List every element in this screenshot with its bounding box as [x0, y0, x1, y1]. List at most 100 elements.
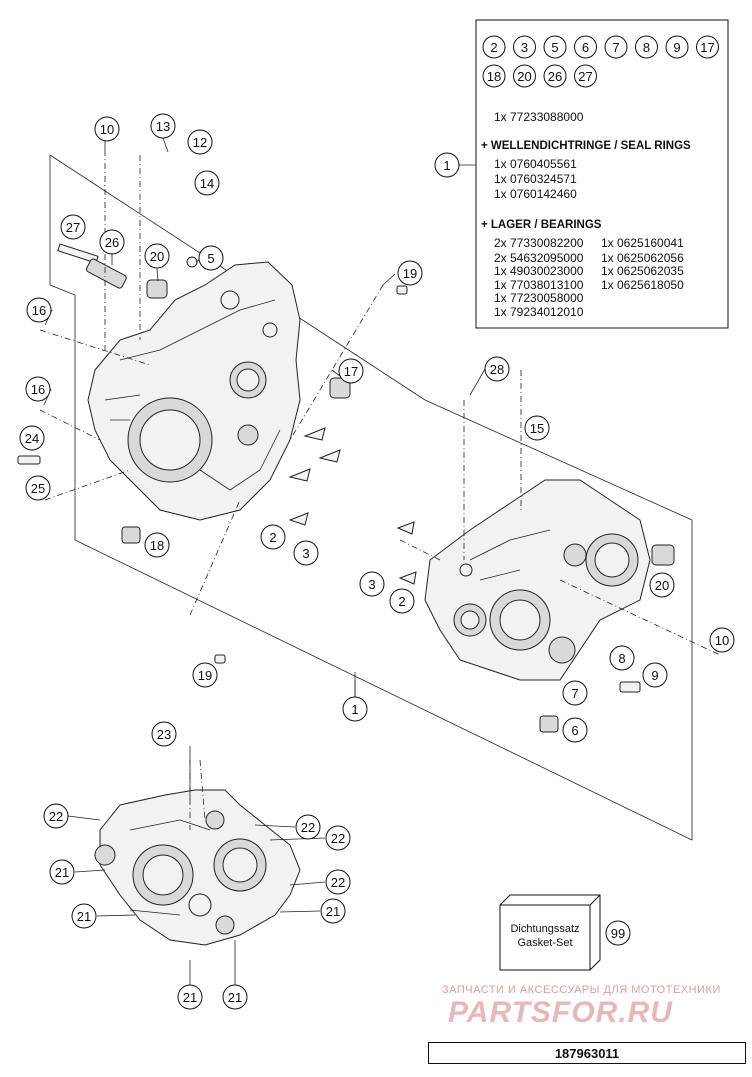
svg-text:21: 21	[326, 904, 340, 919]
svg-text:8: 8	[618, 651, 625, 666]
svg-text:21: 21	[183, 990, 197, 1005]
callout-22d[interactable]: 22	[325, 869, 351, 895]
callout-3a[interactable]: 3	[293, 540, 319, 566]
svg-text:1: 1	[351, 702, 358, 717]
callout-21a[interactable]: 21	[49, 859, 75, 885]
watermark-tagline: ЗАПЧАСТИ И АКСЕССУАРЫ ДЛЯ МОТОТЕХНИКИ	[442, 984, 721, 996]
kit-badge-label: 2	[490, 40, 497, 55]
kit-badge-label: 20	[517, 69, 531, 84]
kit-badge-label: 17	[700, 40, 714, 55]
callout-9[interactable]: 9	[642, 662, 668, 688]
callout-19b[interactable]: 19	[192, 662, 218, 688]
callout-16b[interactable]: 16	[25, 376, 51, 402]
callout-99[interactable]: 99	[605, 920, 631, 946]
callout-22c[interactable]: 22	[325, 825, 351, 851]
svg-text:15: 15	[530, 421, 544, 436]
callout-21d[interactable]: 21	[177, 984, 203, 1010]
callout-21e[interactable]: 21	[222, 984, 248, 1010]
callout-20b[interactable]: 20	[649, 572, 675, 598]
svg-text:14: 14	[200, 176, 214, 191]
seal-item-3: 1x 0760142460	[494, 187, 577, 201]
callout-28[interactable]: 28	[484, 356, 510, 382]
svg-text:17: 17	[344, 364, 358, 379]
callout-3b[interactable]: 3	[359, 571, 385, 597]
svg-text:7: 7	[571, 686, 578, 701]
svg-text:16: 16	[32, 303, 46, 318]
crankcase-bottom-view	[94, 789, 301, 946]
callout-10a[interactable]: 10	[94, 116, 120, 142]
svg-text:20: 20	[150, 249, 164, 264]
callout-14[interactable]: 14	[194, 170, 220, 196]
bearing-left-4: 1x 77038013100	[494, 278, 584, 292]
callout-1b[interactable]: 1	[342, 696, 368, 722]
svg-text:3: 3	[302, 546, 309, 561]
callout-2a[interactable]: 2	[260, 524, 286, 550]
svg-text:2: 2	[269, 530, 276, 545]
callout-23[interactable]: 23	[151, 721, 177, 747]
callout-27[interactable]: 27	[60, 214, 86, 240]
callout-21c[interactable]: 21	[320, 898, 346, 924]
callout-25[interactable]: 25	[25, 475, 51, 501]
reference-number: 187963011	[428, 1042, 746, 1064]
callout-2b[interactable]: 2	[389, 588, 415, 614]
svg-text:27: 27	[66, 220, 80, 235]
callout-10b[interactable]: 10	[709, 627, 735, 653]
svg-text:26: 26	[105, 235, 119, 250]
callout-21b[interactable]: 21	[71, 903, 97, 929]
callout-5[interactable]: 5	[198, 245, 224, 271]
bearing-right-2: 1x 0625062056	[601, 251, 684, 265]
seal-item-2: 1x 0760324571	[494, 172, 577, 186]
callout-13[interactable]: 13	[150, 113, 176, 139]
gasket-line-2: Gasket-Set	[517, 937, 572, 949]
gasket-line-1: Dichtungssatz	[510, 923, 579, 935]
callout-17[interactable]: 17	[338, 358, 364, 384]
bearing-left-5: 1x 77230058000	[494, 291, 584, 305]
callout-12[interactable]: 12	[187, 129, 213, 155]
callout-19a[interactable]: 19	[397, 260, 423, 286]
svg-text:16: 16	[31, 382, 45, 397]
svg-text:20: 20	[655, 578, 669, 593]
svg-text:12: 12	[193, 135, 207, 150]
callout-22b[interactable]: 22	[295, 814, 321, 840]
svg-text:5: 5	[207, 251, 214, 266]
watermark-logo: PARTSFOR.RU	[448, 996, 673, 1029]
kit-badge-8: 8	[635, 35, 658, 59]
svg-text:99: 99	[611, 926, 625, 941]
svg-text:6: 6	[571, 723, 578, 738]
svg-text:19: 19	[198, 668, 212, 683]
kit-badge-label: 7	[612, 40, 619, 55]
kit-badge-2: 2	[482, 35, 506, 59]
callout-20a[interactable]: 20	[144, 243, 170, 269]
svg-text:22: 22	[301, 820, 315, 835]
callout-1a[interactable]: 1	[434, 152, 460, 178]
callout-8[interactable]: 8	[609, 645, 635, 671]
callout-24[interactable]: 24	[19, 425, 45, 451]
svg-text:1: 1	[443, 158, 450, 173]
kit-badge-5: 5	[543, 35, 567, 59]
kit-badge-27: 27	[574, 64, 597, 88]
callout-16a[interactable]: 16	[26, 297, 52, 323]
left-crankcase-half	[87, 261, 301, 521]
kit-badge-label: 8	[643, 40, 650, 55]
bearing-left-1: 2x 77330082200	[494, 236, 584, 250]
svg-text:28: 28	[490, 362, 504, 377]
kit-badge-label: 26	[548, 69, 562, 84]
kit-badge-7: 7	[604, 35, 628, 59]
svg-text:22: 22	[331, 831, 345, 846]
callout-15[interactable]: 15	[524, 415, 550, 441]
callout-26[interactable]: 26	[99, 229, 125, 255]
svg-text:9: 9	[651, 668, 658, 683]
callout-7[interactable]: 7	[562, 680, 588, 706]
seal-item-1: 1x 0760405561	[494, 157, 577, 171]
seal-heading: + WELLENDICHTRINGE / SEAL RINGS	[481, 140, 691, 152]
kit-badge-label: 3	[521, 40, 528, 55]
svg-text:23: 23	[157, 727, 171, 742]
callout-6[interactable]: 6	[562, 717, 588, 743]
kit-badge-label: 5	[551, 40, 558, 55]
callout-18[interactable]: 18	[144, 532, 170, 558]
svg-text:19: 19	[403, 266, 417, 281]
svg-text:21: 21	[55, 865, 69, 880]
callout-22a[interactable]: 22	[43, 803, 69, 829]
svg-text:3: 3	[368, 577, 375, 592]
